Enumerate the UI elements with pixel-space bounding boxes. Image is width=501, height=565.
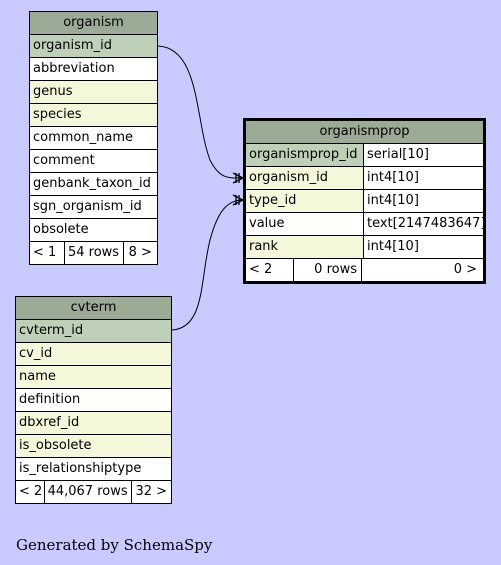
column-type: int4[10] [363,190,483,212]
relationship-edge-organism [157,45,244,179]
column-name: organism_id [249,170,328,185]
column-type: text[2147483647] [363,213,483,235]
column-row[interactable]: rank int4[10] [246,236,483,259]
parents-link[interactable]: < 2 [246,259,294,281]
column-name: organism_id [33,38,112,53]
column-row[interactable]: genbank_taxon_id [30,173,157,196]
relationship-edge-cvterm [171,199,244,331]
column-row[interactable]: common_name [30,127,157,150]
column-row[interactable]: dbxref_id [16,412,171,435]
column-name: species [33,107,82,122]
column-name: abbreviation [33,61,115,76]
column-name: comment [33,153,95,168]
column-row[interactable]: sgn_organism_id [30,196,157,219]
column-type: int4[10] [363,236,483,258]
column-name: genus [33,84,73,99]
column-name: obsolete [33,222,89,237]
table-title[interactable]: cvterm [16,297,171,320]
row-count: 44,067 rows [45,481,132,503]
column-row[interactable]: comment [30,150,157,173]
row-count: 0 rows [294,259,362,281]
column-name: dbxref_id [19,415,80,430]
column-row[interactable]: cvterm_id [16,320,171,343]
table-title[interactable]: organismprop [246,121,483,144]
column-row[interactable]: species [30,104,157,127]
column-row[interactable]: type_id int4[10] [246,190,483,213]
parents-link[interactable]: < 1 [30,242,65,264]
column-name: value [249,216,285,231]
column-name: name [19,369,56,384]
column-row[interactable]: definition [16,389,171,412]
column-name: definition [19,392,81,407]
column-row[interactable]: is_obsolete [16,435,171,458]
column-name: rank [249,239,279,254]
row-count: 54 rows [65,242,124,264]
table-organism[interactable]: organism organism_id abbreviation genus spec… [29,11,158,265]
column-name: organismprop_id [249,147,358,162]
column-row[interactable]: organism_id [30,35,157,58]
column-row[interactable]: genus [30,81,157,104]
parents-link[interactable]: < 2 [16,481,45,503]
column-type: serial[10] [363,144,483,166]
generated-by-note: Generated by SchemaSpy [16,536,213,554]
column-row[interactable]: name [16,366,171,389]
column-name: sgn_organism_id [33,199,142,214]
children-link[interactable]: 8 > [128,245,152,260]
table-title[interactable]: organism [30,12,157,35]
column-row[interactable]: cv_id [16,343,171,366]
column-name: is_relationshiptype [19,461,142,476]
column-row[interactable]: abbreviation [30,58,157,81]
children-link[interactable]: 32 > [135,484,168,499]
column-row[interactable]: value text[2147483647] [246,213,483,236]
column-name: is_obsolete [19,438,92,453]
relationship-lines [157,45,245,331]
column-row[interactable]: organism_id int4[10] [246,167,483,190]
column-row[interactable]: organismprop_id serial[10] [246,144,483,167]
children-link[interactable]: 0 > [453,262,477,277]
column-name: type_id [249,193,297,208]
column-name: cvterm_id [19,323,84,338]
column-name: genbank_taxon_id [33,176,151,191]
column-row[interactable]: is_relationshiptype [16,458,171,481]
column-name: cv_id [19,346,53,361]
column-row[interactable]: obsolete [30,219,157,242]
column-type: int4[10] [363,167,483,189]
column-name: common_name [33,130,133,145]
